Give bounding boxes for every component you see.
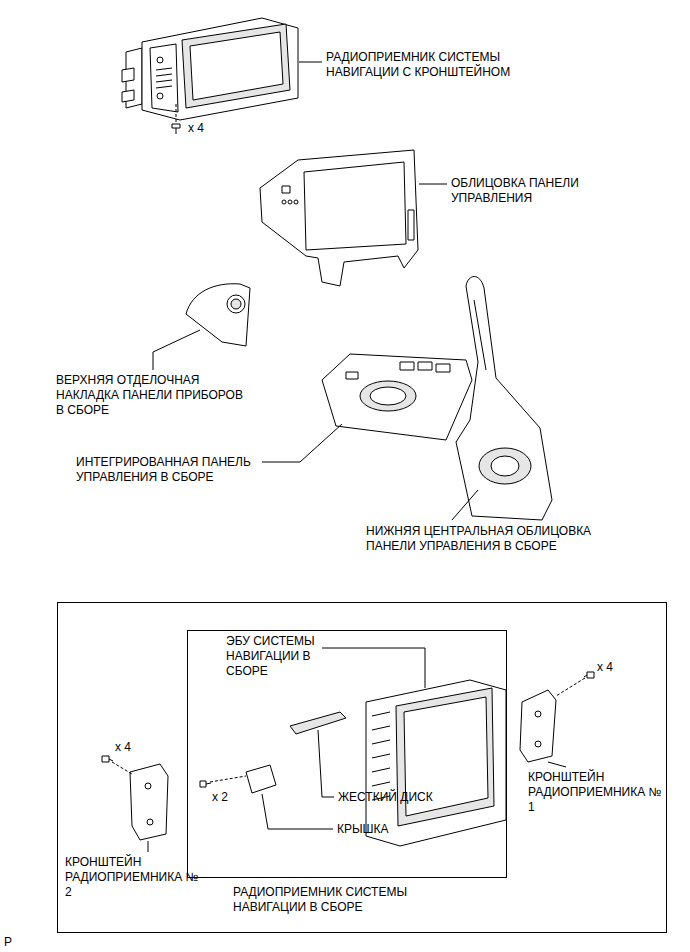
screw: [102, 756, 113, 762]
quantity-label: x 4: [597, 660, 637, 675]
navigation-radio: [122, 18, 298, 120]
part-label: РАДИОПРИЕМНИК СИСТЕМЫ НАВИГАЦИИ С КРОНШТ…: [326, 50, 541, 80]
lower-console: [456, 277, 552, 521]
part-label: ОБЛИЦОВКА ПАНЕЛИ УПРАВЛЕНИЯ: [451, 176, 601, 206]
screw-path: [210, 776, 246, 782]
leader-line: [318, 730, 334, 797]
integrated-panel: [322, 354, 472, 440]
part-label: ВЕРХНЯЯ ОТДЕЛОЧНАЯ НАКЛАДКА ПАНЕЛИ ПРИБО…: [56, 373, 246, 418]
part-label: НИЖНЯЯ ЦЕНТРАЛЬНАЯ ОБЛИЦОВКА ПАНЕЛИ УПРА…: [366, 524, 616, 554]
screw: [584, 672, 594, 678]
part-label: ИНТЕГРИРОВАННАЯ ПАНЕЛЬ УПРАВЛЕНИЯ В СБОР…: [76, 455, 306, 485]
leader-line: [262, 794, 333, 829]
group-frame: [58, 603, 667, 933]
part-label: КРОНШТЕЙН РАДИОПРИЕМНИКА № 2: [65, 855, 200, 900]
leader-line: [452, 490, 478, 520]
upper-trim: [186, 284, 250, 346]
quantity-label: x 4: [188, 121, 228, 136]
panel-bezel: [260, 150, 418, 286]
screw-path: [176, 104, 177, 122]
assembly-caption: РАДИОПРИЕМНИК СИСТЕМЫ НАВИГАЦИИ В СБОРЕ: [233, 885, 458, 915]
quantity-label: x 2: [212, 790, 242, 805]
leader-line: [262, 424, 342, 462]
leader-line: [299, 62, 322, 63]
part-label: КРОНШТЕЙН РАДИОПРИЕМНИКА № 1: [528, 770, 663, 815]
leader-line: [419, 184, 447, 185]
screw: [200, 781, 211, 787]
screw-path: [556, 678, 585, 696]
part-label: ЖЕСТКИЙ ДИСК: [338, 790, 468, 805]
leader-line: [548, 762, 566, 767]
part-label: ЭБУ СИСТЕМЫ НАВИГАЦИИ В СБОРЕ: [226, 634, 351, 679]
cover: [246, 765, 276, 793]
part-label: КРЫШКА: [337, 822, 437, 837]
leader-line: [148, 841, 149, 852]
part-label: P: [4, 935, 24, 950]
radio-bracket-2: [130, 764, 168, 840]
radio-bracket-1: [520, 690, 556, 762]
leader-line: [322, 648, 425, 688]
quantity-label: x 4: [115, 740, 151, 755]
leader-line: [153, 330, 200, 370]
navigation-ecu: [366, 680, 506, 846]
screw: [172, 124, 180, 134]
screw-path: [112, 762, 132, 774]
